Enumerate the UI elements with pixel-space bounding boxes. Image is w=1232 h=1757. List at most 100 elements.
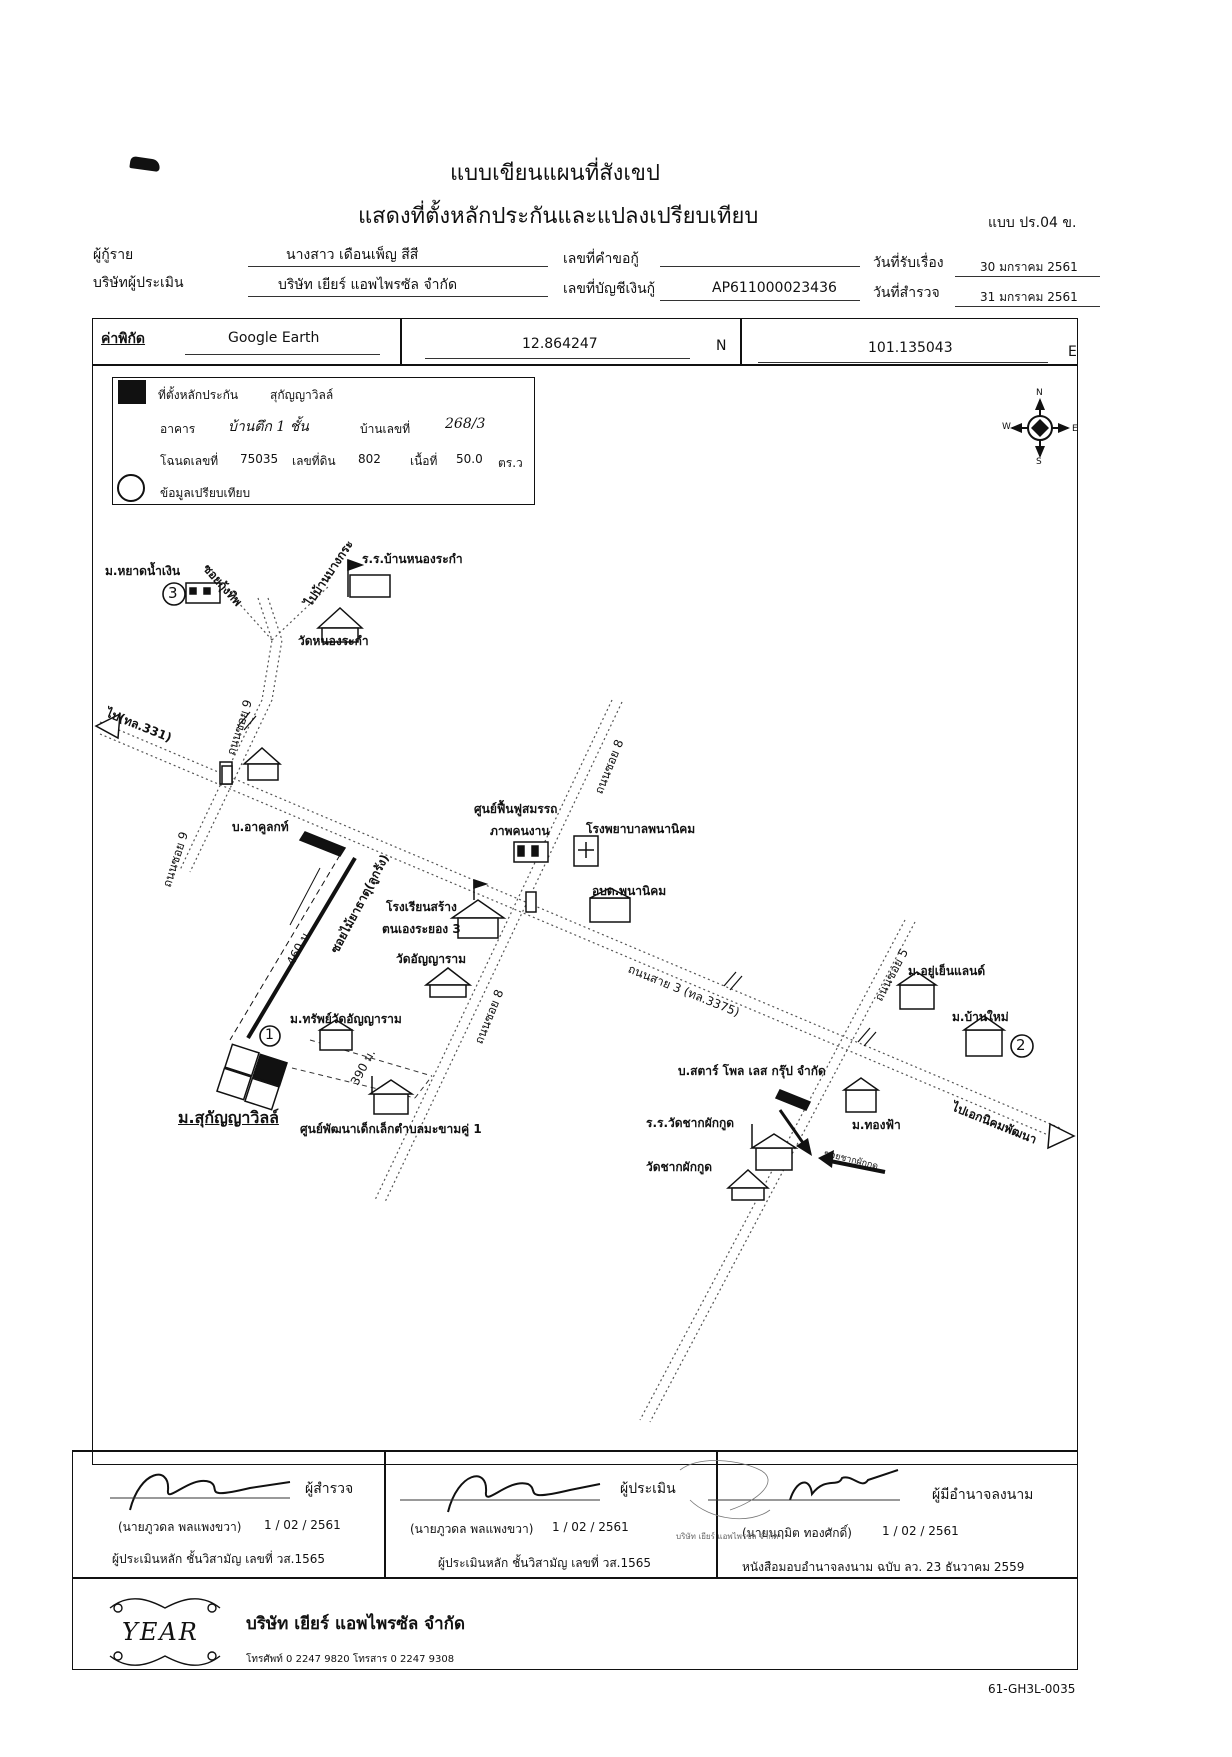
marker-1-label: 1	[265, 1027, 274, 1043]
legend-collateral-value: สุกัญญาวิลล์	[270, 388, 334, 402]
footer-contact: โทรศัพท์ 0 2247 9820 โทรสาร 0 2247 9308	[246, 1654, 455, 1665]
legend-building-value: บ้านตึก 1 ชั้น	[228, 419, 309, 435]
label-rehab-center-2: ภาพคนงาน	[490, 824, 550, 838]
label-wat-nongrakam: วัดหนองระกำ	[298, 634, 369, 648]
company-stamp: บริษัท เยียร์ แอพไพรซัล จำกัด	[676, 1532, 779, 1541]
compass-s: S	[1036, 457, 1042, 467]
legend-compare-label: ข้อมูลเปรียบเทียบ	[160, 486, 251, 500]
legend-land-no-label: เลขที่ดิน	[292, 454, 336, 468]
collateral-plots	[216, 1043, 288, 1111]
footer-company: บริษัท เยียร์ แอพไพรซัล จำกัด	[246, 1614, 466, 1634]
authority-note: หนังสือมอบอำนาจลงนาม ฉบับ ลว. 23 ธันวาคม…	[742, 1560, 1025, 1574]
signature-box	[72, 1450, 1078, 1578]
comparison-circle-icon	[117, 474, 145, 502]
road-soi-maiyathat	[229, 854, 357, 1041]
legend-area-value: 50.0	[456, 452, 483, 466]
loan-account-label: เลขที่บัญชีเงินกู้	[563, 281, 656, 297]
signature-col-divider-2	[716, 1450, 718, 1578]
compass-w: W	[1002, 422, 1011, 432]
latitude-underline	[425, 358, 690, 359]
appraiser-date: 1 / 02 / 2561	[552, 1520, 629, 1534]
form-code: แบบ ปร.04 ข.	[988, 215, 1077, 231]
received-date-value: 30 มกราคม 2561	[980, 260, 1078, 274]
appraiser-company-value: บริษัท เยียร์ แอพไพรซัล จำกัด	[278, 277, 458, 293]
label-star-steel: บ.สตาร์ โพล เลส กรุ๊ป จำกัด	[678, 1064, 826, 1078]
label-village-sap-wat: ม.ทรัพย์วัดอัญญาราม	[290, 1012, 402, 1026]
appraiser-name: (นายภูวดล พลแพงขวา)	[410, 1522, 534, 1536]
appraiser-title: ผู้ประเมินหลัก ชั้นวิสามัญ เลขที่ วส.156…	[438, 1556, 651, 1570]
coords-row-divider	[92, 364, 1078, 366]
loan-account-underline	[660, 300, 860, 301]
label-school-selfbuild-2: ตนเองระยอง 3	[382, 922, 461, 936]
legend-area-unit: ตร.ว	[498, 456, 523, 470]
label-hospital: โรงพยาบาลพนานิคม	[586, 822, 696, 836]
borrower-underline	[248, 266, 548, 267]
label-village-thongfa: ม.ทองฟ้า	[852, 1118, 901, 1132]
label-school-nongrakam: ร.ร.บ้านหนองระกำ	[362, 552, 463, 566]
label-obt-phananikhom: อบต.พนานิคม	[592, 884, 667, 898]
coords-source-underline	[185, 354, 380, 355]
appraiser-company-label: บริษัทผู้ประเมิน	[93, 275, 184, 291]
latitude-direction: N	[716, 338, 727, 354]
borrower-label: ผู้กู้ราย	[93, 247, 134, 263]
numbered-markers	[162, 582, 1034, 1058]
arrow-to-estate-icon	[1047, 1122, 1076, 1150]
legend-deed-value: 75035	[240, 452, 279, 466]
legend-area-label: เนื้อที่	[410, 454, 438, 468]
longitude-direction: E	[1068, 344, 1077, 360]
label-rehab-center-1: ศูนย์ฟื้นฟูสมรรถ	[474, 802, 558, 816]
compass-e: E	[1072, 424, 1078, 434]
compass-n: N	[1036, 388, 1043, 398]
legend-land-no-value: 802	[358, 452, 381, 466]
received-date-label: วันที่รับเรื่อง	[873, 255, 944, 271]
request-no-label: เลขที่คำขอกู้	[563, 251, 639, 267]
surveyor-name: (นายภูวดล พลแพงขวา)	[118, 1520, 242, 1534]
label-school-watchakphakkut: ร.ร.วัดชากผักกูด	[646, 1116, 735, 1130]
coords-col-divider-1	[400, 318, 402, 364]
label-village-yuenland: ม.อยู่เย็นแลนด์	[908, 964, 986, 978]
received-date-underline	[955, 276, 1100, 277]
legend-box	[112, 377, 535, 505]
label-village-bannmai: ม.บ้านใหม่	[952, 1010, 1009, 1024]
label-collateral-name: ม.สุกัญญาวิลล์	[178, 1108, 279, 1127]
legend-deed-label: โฉนดเลขที่	[160, 454, 219, 468]
survey-date-label: วันที่สำรวจ	[873, 285, 940, 301]
legend-collateral-label: ที่ตั้งหลักประกัน	[158, 388, 239, 402]
surveyor-date: 1 / 02 / 2561	[264, 1518, 341, 1532]
footer-doc-code: 61-GH3L-0035	[988, 1682, 1076, 1696]
survey-date-underline	[955, 306, 1100, 307]
coords-col-divider-2	[740, 318, 742, 364]
latitude-value: 12.864247	[522, 336, 598, 352]
marker-3-label: 3	[168, 584, 178, 602]
appraiser-role: ผู้ประเมิน	[620, 1481, 676, 1497]
document-subtitle: แสดงที่ตั้งหลักประกันและแปลงเปรียบเทียบ	[358, 204, 759, 229]
legend-building-label: อาคาร	[160, 422, 196, 436]
document-title: แบบเขียนแผนที่สังเขป	[450, 161, 660, 186]
survey-date-value: 31 มกราคม 2561	[980, 290, 1078, 304]
footer-box	[72, 1578, 1078, 1670]
legend-house-no-label: บ้านเลขที่	[360, 422, 411, 436]
longitude-underline	[758, 362, 1048, 363]
request-no-underline	[660, 266, 860, 267]
loan-account-value: AP611000023436	[712, 280, 837, 296]
label-village-hathannamngoen: ม.หยาดน้ำเงิน	[105, 564, 181, 578]
legend-house-no-value: 268/3	[445, 416, 486, 432]
label-wat-chakphakkut: วัดชากผักกูด	[646, 1160, 713, 1174]
borrower-value: นางสาว เดือนเพ็ญ สีสี	[286, 247, 419, 263]
surveyor-title: ผู้ประเมินหลัก ชั้นวิสามัญ เลขที่ วส.156…	[112, 1552, 325, 1566]
longitude-value: 101.135043	[868, 340, 953, 356]
road-soi8	[374, 699, 623, 1203]
authority-role: ผู้มีอำนาจลงนาม	[932, 1487, 1034, 1503]
authority-name: (นายนฤมิต ทองศักดิ์)	[742, 1526, 852, 1540]
signature-col-divider-1	[384, 1450, 386, 1578]
label-ban-athakrit: บ.อาคูลกท์	[232, 820, 289, 834]
road-soi5	[639, 919, 916, 1423]
year-logo-text: YEAR	[122, 1618, 199, 1646]
coords-source: Google Earth	[228, 330, 320, 346]
arrow-to-331-icon	[94, 712, 121, 740]
road-soi9	[179, 579, 331, 873]
collateral-marker-icon	[118, 380, 146, 404]
